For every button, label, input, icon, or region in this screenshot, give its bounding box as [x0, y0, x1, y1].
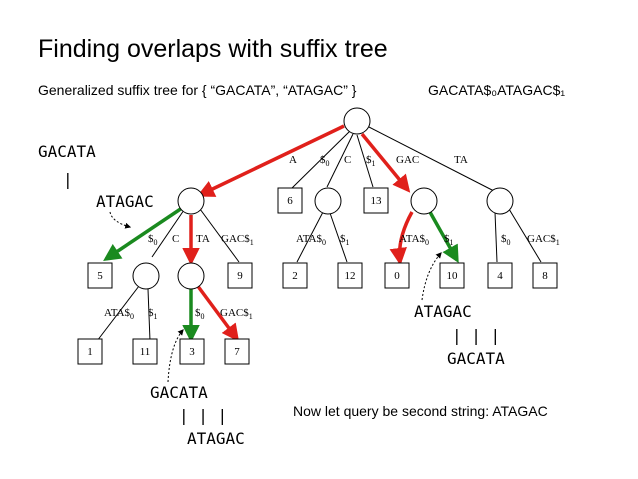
red-edge-gac-ata [389, 211, 414, 266]
label-root-c: C [344, 154, 351, 166]
label-ac-ata: ATA$0 [104, 307, 134, 321]
highlighted-edges [103, 124, 459, 343]
label-a-s0: $0 [148, 233, 158, 247]
leaf-box-12 [337, 262, 363, 289]
internal-nodes [132, 107, 514, 290]
callout-left-pointer [109, 211, 132, 229]
leaf-box-4 [487, 262, 513, 289]
leaf-box-0 [384, 262, 410, 289]
edge-ta-gac [508, 208, 542, 263]
leaf-5: 5 [97, 270, 103, 282]
leaf-10: 10 [447, 270, 459, 282]
label-ac-s1: $1 [148, 307, 158, 321]
edge-c-s1 [329, 212, 348, 263]
leaf-box-6 [277, 187, 303, 214]
leaf-box-5 [87, 262, 113, 289]
callout-right-bar: | | | [452, 326, 500, 345]
node-ta [486, 187, 514, 215]
leaf-11: 11 [140, 346, 151, 358]
leaf-box-11 [132, 338, 158, 365]
tree-edges [96, 126, 542, 342]
edge-labels: A $0 C $1 GAC TA $0 C TA GAC$1 ATA$0 $1 … [104, 154, 560, 321]
concatenated-string: GACATA$₀ATAGAC$₁ [428, 82, 565, 98]
leaf-box-13 [363, 187, 389, 214]
label-a-ta: TA [196, 233, 210, 245]
edge-root-s0 [290, 130, 351, 190]
edge-a-c [151, 209, 185, 258]
slide-title: Finding overlaps with suffix tree [38, 35, 388, 63]
label-root-a: A [289, 154, 297, 166]
footer-note: Now let query be second string: ATAGAC [293, 403, 548, 419]
leaf-box-7 [224, 338, 250, 365]
callout-right: ATAGAC | | | GACATA [414, 302, 505, 368]
leaf-8: 8 [542, 270, 548, 282]
edge-ac-ata [96, 285, 140, 342]
leaf-1: 1 [87, 346, 93, 358]
red-edge-root-gac [360, 132, 411, 193]
leaf-2: 2 [292, 270, 298, 282]
node-root [343, 107, 371, 135]
callout-bottom: GACATA | | | ATAGAC [150, 383, 245, 448]
label-root-ta: TA [454, 154, 468, 166]
edge-c-ata [296, 211, 324, 263]
leaf-box-2 [282, 262, 308, 289]
leaf-numbers: 6 13 5 9 2 12 0 10 4 8 1 11 3 7 [87, 195, 548, 358]
callout-right-top: ATAGAC [414, 302, 472, 321]
label-ta-gac: GAC$1 [527, 233, 560, 247]
leaf-12: 12 [345, 270, 356, 282]
label-root-s0: $0 [320, 154, 330, 168]
leaf-box-9 [227, 262, 253, 289]
leaf-9: 9 [237, 270, 243, 282]
callout-left-bottom: ATAGAC [96, 192, 154, 211]
green-edge-a-s0 [103, 202, 189, 261]
label-root-s1: $1 [366, 154, 376, 168]
leaf-3: 3 [189, 346, 195, 358]
label-ta-s0: $0 [501, 233, 511, 247]
edge-ta-s0 [494, 211, 498, 263]
leaf-4: 4 [497, 270, 503, 282]
edge-a-gac [199, 208, 240, 263]
callout-left: GACATA | ATAGAC [38, 142, 154, 211]
leaf-box-1 [77, 338, 103, 365]
leaf-box-8 [532, 262, 558, 289]
label-a-c: C [172, 233, 179, 245]
leaf-box-10 [439, 262, 465, 289]
leaf-0: 0 [394, 270, 400, 282]
callout-left-bar: | [63, 170, 73, 189]
red-edge-root-a [196, 124, 345, 197]
leaf-box-3 [179, 338, 205, 365]
leaf-7: 7 [234, 346, 240, 358]
edge-root-c [326, 133, 354, 188]
node-a [177, 187, 205, 215]
edge-root-ta [368, 126, 495, 192]
label-gac-s1: $1 [444, 233, 454, 247]
leaf-6: 6 [287, 195, 293, 207]
callout-bottom-pointer [167, 329, 184, 383]
label-gac-ata: ATA$0 [399, 233, 429, 247]
node-c [314, 187, 342, 215]
node-ac [132, 262, 160, 290]
label-c-s1: $1 [340, 233, 350, 247]
label-a-gac: GAC$1 [221, 233, 254, 247]
edge-ac-s1 [147, 288, 151, 342]
red-edge-ata-gac [195, 283, 240, 342]
green-edge-gac-s1 [424, 204, 459, 264]
label-root-gac: GAC [396, 154, 419, 166]
callout-right-bottom: GACATA [447, 349, 505, 368]
slide-subtitle: Generalized suffix tree for { “GACATA”, … [38, 82, 357, 98]
leaf-13: 13 [371, 195, 383, 207]
node-gac [410, 187, 438, 215]
leaf-boxes [77, 187, 558, 365]
callout-left-top: GACATA [38, 142, 96, 161]
callout-right-pointer [421, 252, 442, 301]
label-ata-gac: GAC$1 [220, 307, 253, 321]
callout-bottom-top: GACATA [150, 383, 208, 402]
node-ata [177, 262, 205, 290]
callout-bottom-bottom: ATAGAC [187, 429, 245, 448]
edge-root-s1 [356, 134, 374, 188]
label-c-ata: ATA$0 [296, 233, 326, 247]
label-ata-s0: $0 [195, 307, 205, 321]
callout-bottom-bar: | | | [179, 406, 227, 425]
